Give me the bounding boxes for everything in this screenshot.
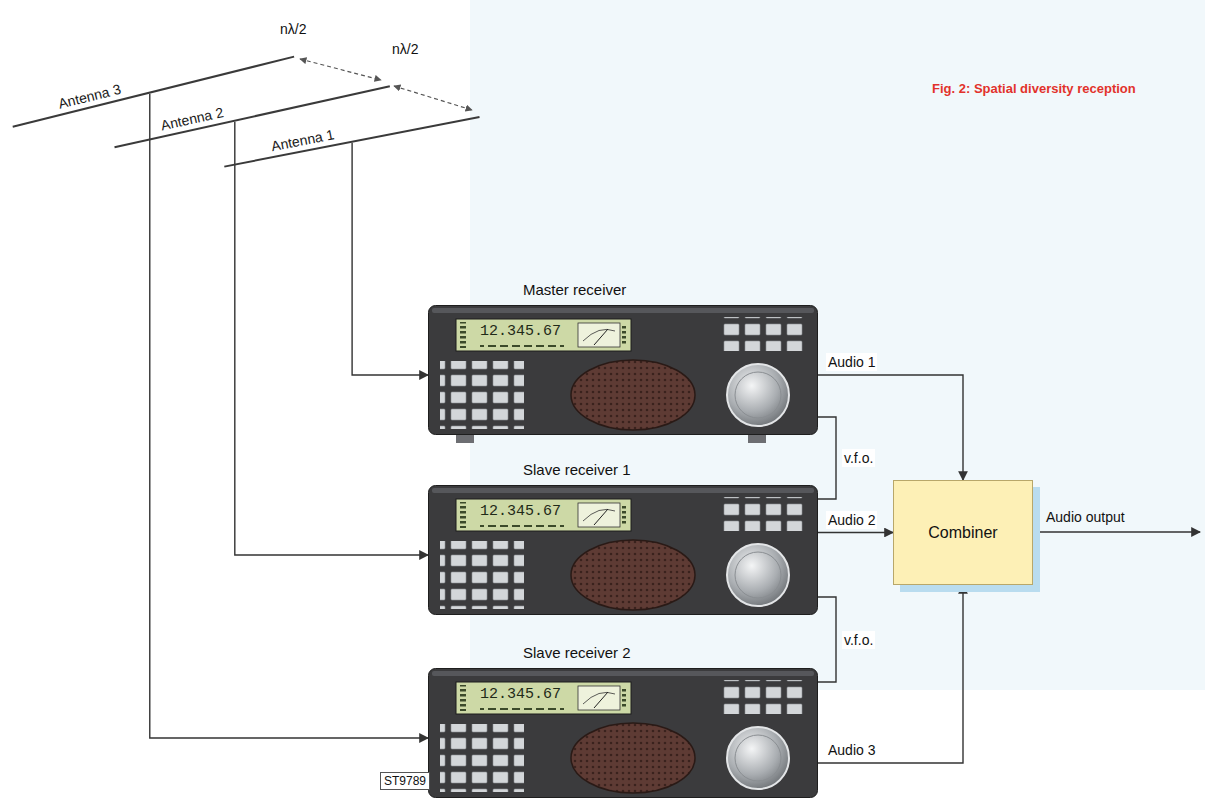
frequency-readout: 12.345.67 xyxy=(480,323,561,341)
antenna-label: Antenna 1 xyxy=(270,125,336,155)
receiver-name: Slave receiver 2 xyxy=(523,644,631,662)
feeder-line xyxy=(352,143,428,375)
frequency-readout: 12.345.67 xyxy=(480,503,561,521)
vfo-link xyxy=(818,597,836,682)
antenna: Antenna 1 xyxy=(220,96,479,167)
feeder-line xyxy=(235,122,428,555)
vfo-link xyxy=(818,417,836,499)
audio-line xyxy=(818,532,893,533)
audio-label: Audio 3 xyxy=(826,741,877,759)
combiner-box: Combiner xyxy=(893,480,1033,585)
receiver: Master receiver12.345.67 xyxy=(428,305,818,435)
figure-code: ST9789 xyxy=(380,772,430,790)
master-receiver-drawing xyxy=(429,306,818,435)
receiver-foot xyxy=(456,435,474,443)
antenna: Antenna 3 xyxy=(8,36,295,128)
antenna-label: Antenna 3 xyxy=(56,80,122,113)
spacing-dimension xyxy=(394,86,472,110)
diagram-label: nλ/2 xyxy=(392,40,418,58)
box-label: Combiner xyxy=(928,523,997,543)
vfo-label: v.f.o. xyxy=(842,631,875,649)
figure-title: Fig. 2: Spatial diversity reception xyxy=(932,80,1136,98)
receiver-name: Master receiver xyxy=(523,281,626,299)
antenna: Antenna 2 xyxy=(110,66,390,149)
vfo-label: v.f.o. xyxy=(842,449,875,467)
diagram-label: Audio output xyxy=(1046,508,1125,526)
receiver-foot xyxy=(748,435,766,443)
diagram-label: nλ/2 xyxy=(280,20,306,38)
receiver-name: Slave receiver 1 xyxy=(523,461,631,479)
frequency-readout: 12.345.67 xyxy=(480,686,561,704)
slave-receiver-drawing xyxy=(429,486,818,615)
slave-receiver-drawing xyxy=(429,669,818,798)
audio-output-line xyxy=(1035,531,1200,532)
spacing-dimension xyxy=(300,59,381,80)
audio-label: Audio 2 xyxy=(826,511,877,529)
audio-line xyxy=(818,585,963,763)
antenna-label: Antenna 2 xyxy=(159,103,225,134)
audio-line xyxy=(818,375,963,480)
g-shape xyxy=(150,94,963,763)
feeder-line xyxy=(150,94,428,738)
receiver: Slave receiver 212.345.67 xyxy=(428,668,818,798)
audio-label: Audio 1 xyxy=(826,353,877,371)
receiver: Slave receiver 112.345.67 xyxy=(428,485,818,615)
